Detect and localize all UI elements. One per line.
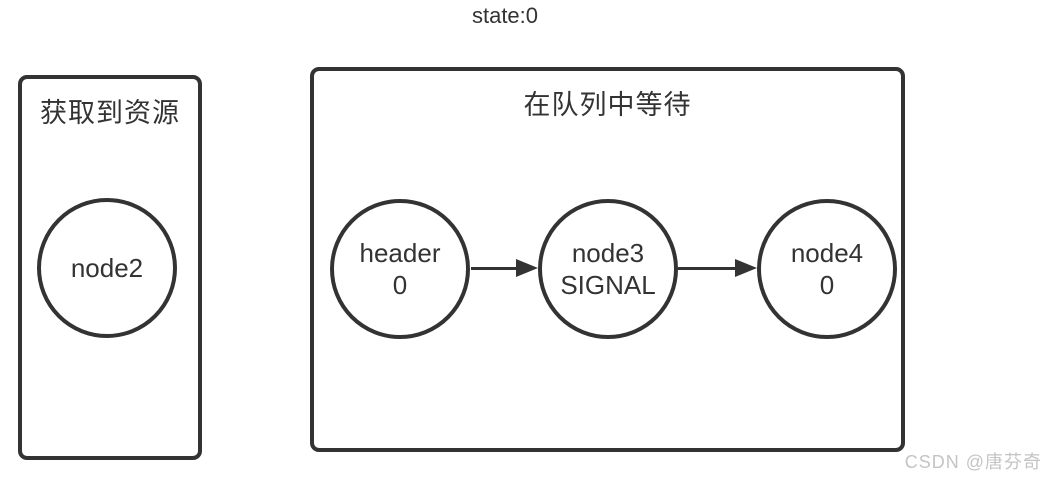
acquired-panel: 获取到资源 (18, 75, 202, 460)
arrow-shaft (471, 267, 519, 270)
node3-value: SIGNAL (560, 270, 656, 300)
diagram-title: state:0 (471, 3, 539, 28)
queue-panel-label: 在队列中等待 (523, 90, 692, 120)
node4-value: 0 (819, 270, 835, 300)
arrow-shaft (678, 267, 738, 270)
node2-circle: node2 (37, 198, 177, 338)
node4-label: node4 (790, 238, 864, 268)
node4-circle: node4 0 (757, 199, 897, 339)
arrowhead-icon (735, 259, 757, 277)
watermark: CSDN @唐芬奇 (904, 452, 1042, 472)
acquired-panel-label: 获取到资源 (40, 98, 180, 128)
arrow-header-to-node3 (471, 259, 538, 277)
arrowhead-icon (516, 259, 538, 277)
arrow-node3-to-node4 (678, 259, 757, 277)
node3-label: node3 (571, 238, 645, 268)
header-node-circle: header 0 (330, 199, 470, 339)
node2-label: node2 (70, 253, 144, 283)
header-node-value: 0 (392, 270, 408, 300)
queue-panel: 在队列中等待 (310, 67, 905, 452)
header-node-label: header (359, 238, 441, 268)
node3-circle: node3 SIGNAL (538, 199, 678, 339)
